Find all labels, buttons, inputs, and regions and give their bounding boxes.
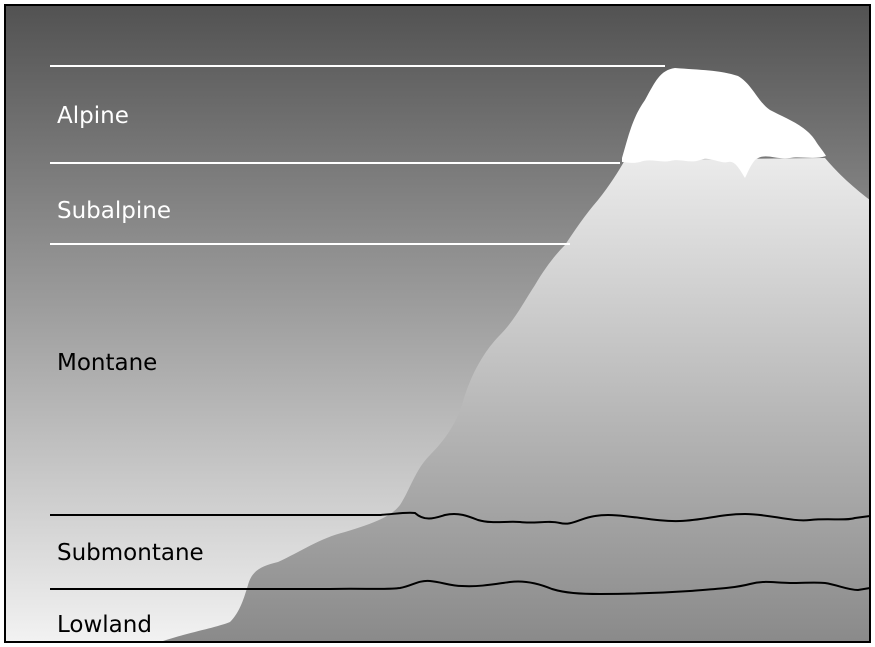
zone-label-submontane: Submontane: [57, 540, 204, 566]
montane-submontane-boundary: [50, 511, 871, 525]
zone-label-alpine: Alpine: [57, 103, 129, 129]
submontane-lowland-boundary: [50, 579, 871, 596]
zone-label-lowland: Lowland: [57, 612, 152, 638]
diagram-frame: [4, 4, 871, 643]
zone-label-subalpine: Subalpine: [57, 198, 171, 224]
mountain: [160, 158, 870, 642]
zone-label-montane: Montane: [57, 350, 157, 376]
snow-cap: [622, 68, 826, 178]
